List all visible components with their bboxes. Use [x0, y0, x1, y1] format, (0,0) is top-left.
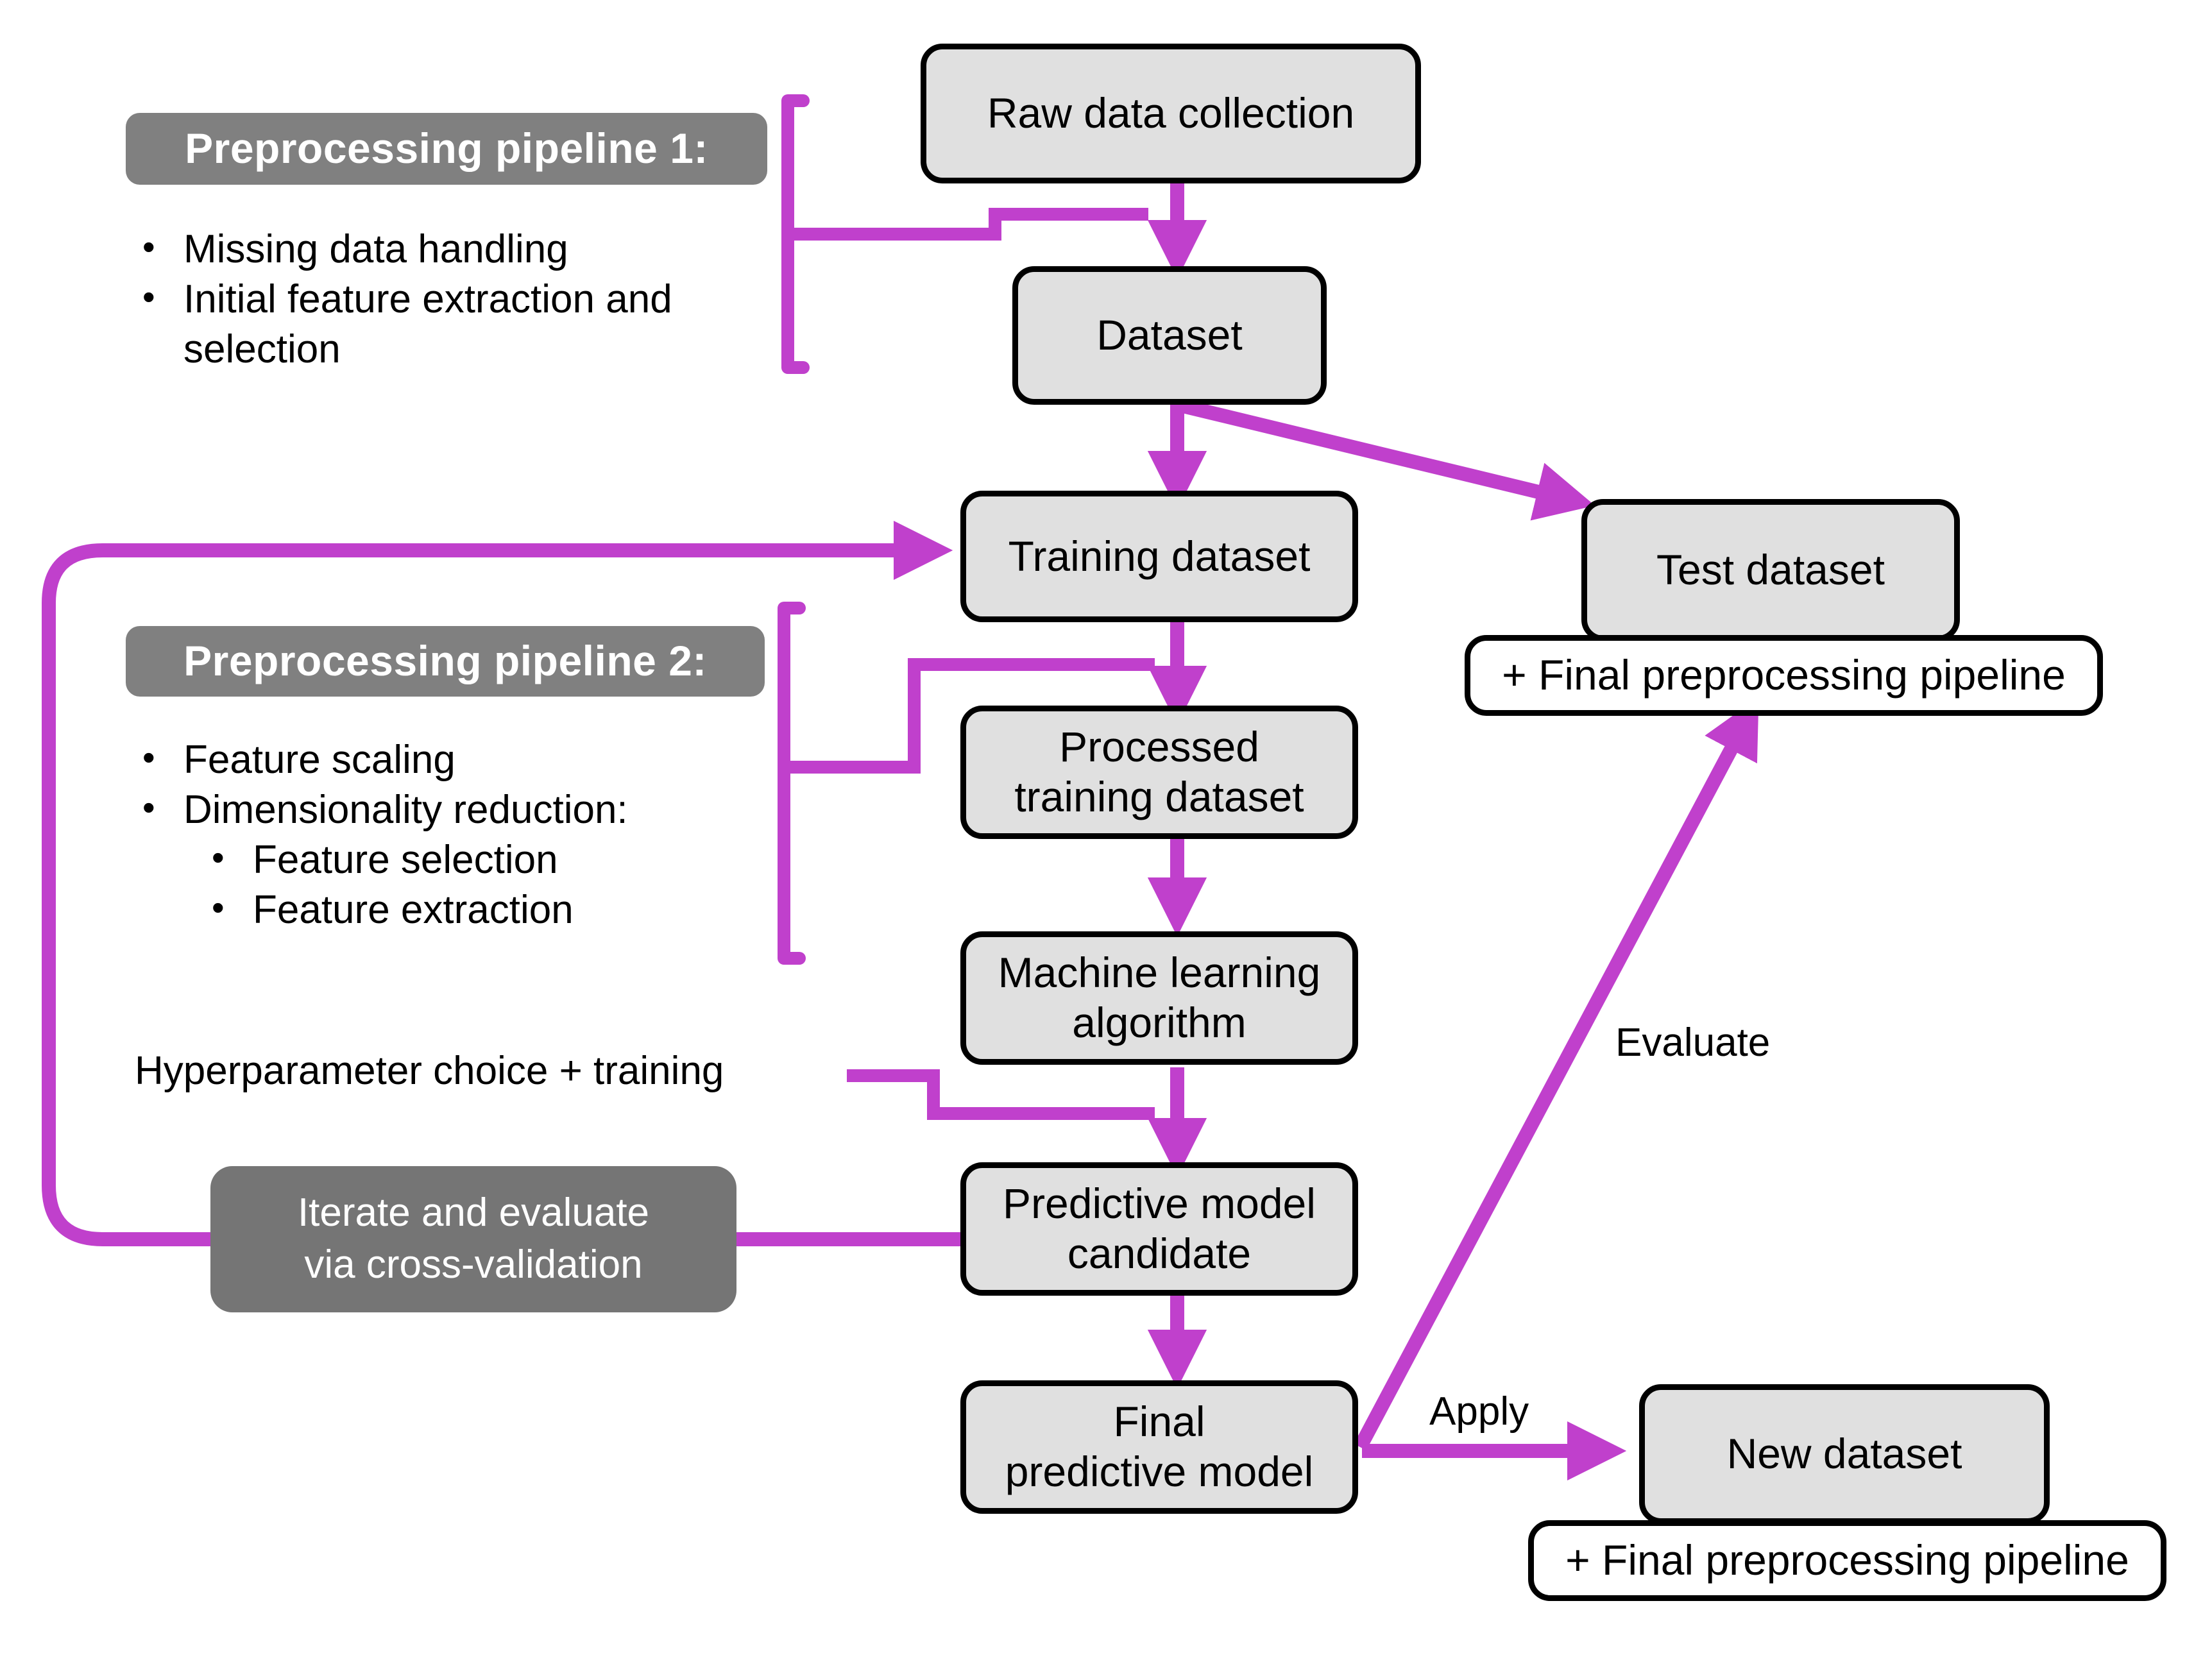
pipeline-1-bullet-1: Initial feature extraction and selection — [183, 277, 672, 372]
final-predictive-model-line-1: Final — [1113, 1398, 1205, 1446]
node-test-dataset: Test dataset — [1581, 499, 1960, 641]
bullet-dot-icon: • — [142, 276, 155, 318]
node-new-dataset-pipeline-note: + Final preprocessing pipeline — [1528, 1520, 2166, 1601]
pipeline-1-bullet-list: • Missing data handling • Initial featur… — [142, 225, 758, 375]
iterate-evaluate-line-2: via cross-validation — [304, 1242, 643, 1287]
node-predictive-model-candidate: Predictive model candidate — [960, 1162, 1358, 1296]
arrow-evaluate — [1354, 697, 1759, 1451]
pipeline-2-bullet-3: Feature extraction — [253, 888, 574, 933]
list-item: • Feature extraction — [212, 885, 758, 935]
processed-training-dataset-line-2: training dataset — [1014, 773, 1304, 820]
list-item: • Dimensionality reduction: — [142, 785, 758, 835]
list-item: • Initial feature extraction and selecti… — [142, 275, 758, 375]
bullet-dot-icon: • — [142, 787, 155, 828]
list-item: • Feature selection — [212, 835, 758, 885]
bullet-dot-icon: • — [142, 737, 155, 777]
connector-hyperparameter — [847, 1069, 1155, 1120]
bullet-dot-icon: • — [212, 887, 225, 928]
node-raw-data-collection: Raw data collection — [921, 44, 1421, 183]
node-test-dataset-pipeline-note: + Final preprocessing pipeline — [1465, 635, 2103, 716]
machine-learning-algorithm-line-1: Machine learning — [998, 949, 1321, 997]
machine-learning-algorithm-line-2: algorithm — [1072, 999, 1246, 1046]
pipeline-2-bullet-0: Feature scaling — [183, 738, 455, 782]
pipeline-2-bullet-2: Feature selection — [253, 838, 558, 883]
list-item: • Missing data handling — [142, 225, 758, 275]
processed-training-dataset-line-1: Processed — [1059, 723, 1259, 771]
arrow-dataset-to-test — [1178, 398, 1595, 521]
hyperparameter-note: Hyperparameter choice + training — [135, 1049, 724, 1093]
pipeline-2-bullet-1: Dimensionality reduction: — [183, 788, 628, 833]
node-new-dataset: New dataset — [1639, 1384, 2050, 1524]
list-item: • Feature scaling — [142, 735, 758, 785]
predictive-model-candidate-line-1: Predictive model — [1003, 1180, 1316, 1228]
node-dataset: Dataset — [1012, 266, 1327, 405]
iterate-evaluate-box: Iterate and evaluate via cross-validatio… — [210, 1166, 736, 1312]
predictive-model-candidate-line-2: candidate — [1067, 1230, 1252, 1277]
edge-label-apply: Apply — [1429, 1389, 1529, 1434]
iterate-evaluate-line-1: Iterate and evaluate — [297, 1190, 650, 1235]
pipeline-1-header: Preprocessing pipeline 1: — [126, 113, 767, 185]
final-predictive-model-line-2: predictive model — [1005, 1448, 1314, 1495]
edge-label-evaluate: Evaluate — [1615, 1021, 1771, 1065]
pipeline-1-bullet-0: Missing data handling — [183, 227, 568, 271]
bullet-dot-icon: • — [212, 837, 225, 878]
node-final-predictive-model: Final predictive model — [960, 1380, 1358, 1514]
bullet-dot-icon: • — [142, 226, 155, 267]
node-machine-learning-algorithm: Machine learning algorithm — [960, 931, 1358, 1065]
node-processed-training-dataset: Processed training dataset — [960, 706, 1358, 839]
node-training-dataset: Training dataset — [960, 491, 1358, 622]
pipeline-2-bullet-list: • Feature scaling • Dimensionality reduc… — [142, 735, 758, 935]
pipeline-2-header: Preprocessing pipeline 2: — [126, 626, 765, 697]
